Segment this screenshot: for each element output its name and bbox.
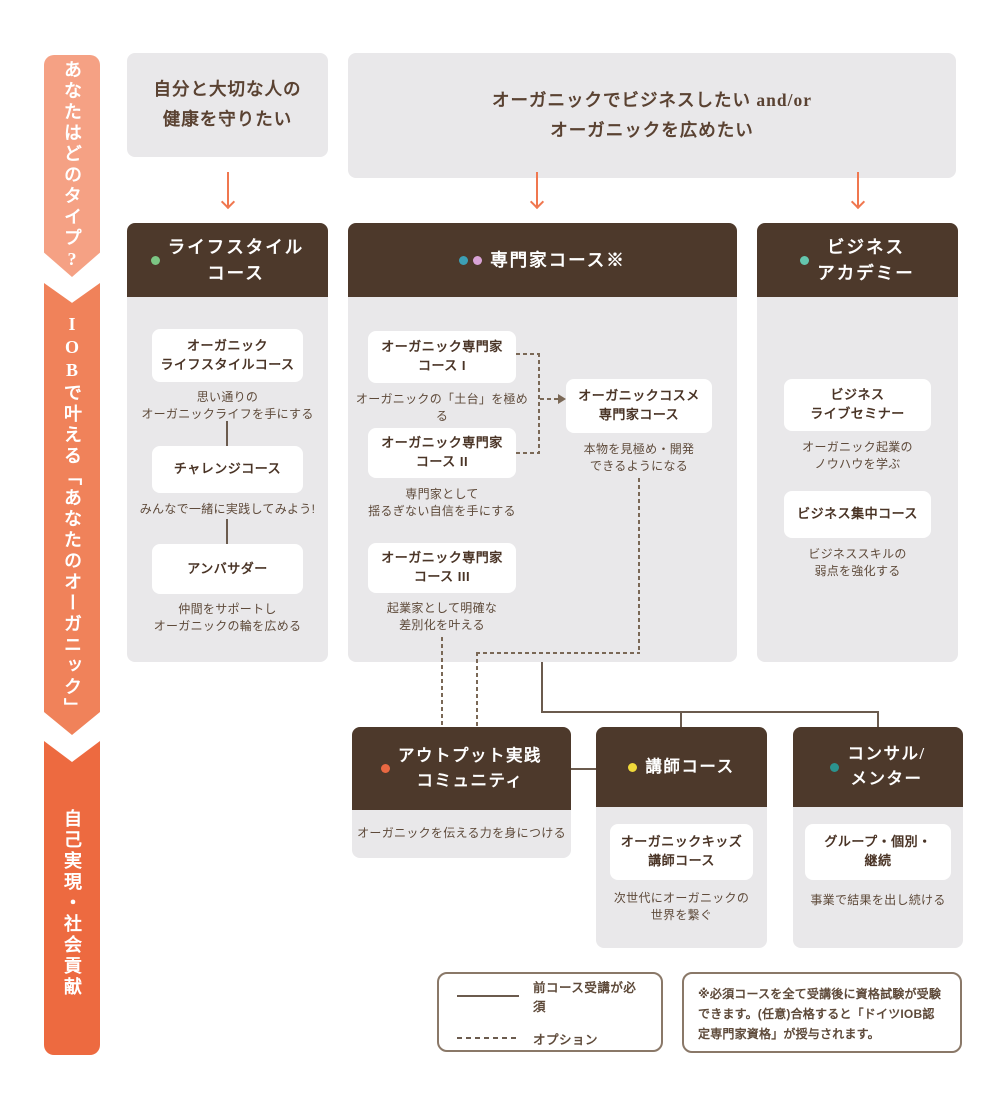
course-box-expert-1: オーガニック専門家 コース I	[368, 331, 516, 383]
dashed-connector	[476, 652, 478, 727]
bottom-panel-output-community: オーガニックを伝える力を身につける	[352, 810, 571, 858]
expert-dots	[459, 255, 483, 265]
dashed-arrowhead-icon	[558, 394, 566, 404]
course-box-challenge: チャレンジコース	[152, 446, 303, 493]
certification-note: ※必須コースを全て受講後に資格試験が受験できます。(任意)合格すると「ドイツIO…	[682, 972, 962, 1053]
course-desc: オーガニックの「土台」を極める	[355, 392, 529, 424]
connector-line	[877, 711, 879, 727]
connector-line	[226, 519, 228, 544]
connector-line	[680, 711, 682, 727]
course-box-cosme-expert: オーガニックコスメ 専門家コース	[566, 379, 712, 433]
course-desc: 事業で結果を出し続ける	[810, 893, 946, 907]
connector-line	[226, 421, 228, 446]
course-box-live-seminar: ビジネス ライブセミナー	[784, 379, 931, 431]
course-desc: 次世代にオーガニックの 世界を繋ぐ	[613, 891, 750, 923]
connector-line	[541, 662, 543, 712]
course-desc: ビジネススキルの 弱点を強化する	[808, 547, 907, 579]
orange-dot-icon	[381, 764, 390, 773]
column-title: 専門家コース※	[490, 249, 626, 270]
course-box-ambassador: アンバサダー	[152, 544, 303, 594]
banner-segment-label: あなたはどのタイプ?	[62, 60, 82, 272]
pink-dot-icon	[473, 255, 483, 265]
dashed-connector	[540, 398, 559, 400]
yellow-dot-icon	[628, 762, 638, 772]
dashed-connector	[638, 478, 640, 654]
course-box-organic-lifestyle: オーガニック ライフスタイルコース	[152, 329, 303, 382]
bottom-header-instructor: 講師コース	[596, 727, 767, 807]
legend-row-required: 前コース受講が必須	[457, 977, 643, 1015]
dashed-connector	[538, 353, 540, 454]
connector-line	[541, 711, 879, 713]
course-box-expert-2: オーガニック専門家 コース II	[368, 428, 516, 478]
arrow-down-icon	[227, 172, 229, 206]
course-box-expert-3: オーガニック専門家 コース III	[368, 543, 516, 593]
dashed-connector	[516, 452, 540, 454]
course-box-organic-kids-instructor: オーガニックキッズ 講師コース	[610, 824, 753, 880]
legend-box: 前コース受講が必須 オプション	[437, 972, 663, 1052]
course-desc: 本物を見極め・開発 できるようになる	[583, 442, 695, 474]
bottom-title: アウトプット実践 コミュニティ	[398, 745, 542, 790]
banner-segment-type-question: あなたはどのタイプ?	[44, 55, 100, 277]
bottom-header-output-community: アウトプット実践 コミュニティ	[352, 727, 571, 810]
green-dot-icon	[150, 255, 160, 265]
arrow-down-icon	[536, 172, 538, 206]
banner-segment-label: IOBで叶える「あなたのオーガニック」	[62, 313, 82, 719]
column-title: ライフスタイル コース	[167, 236, 305, 283]
column-title: ビジネス アカデミー	[817, 236, 915, 283]
dashed-connector	[441, 637, 443, 727]
dashed-connector	[516, 353, 540, 355]
intent-box-health: 自分と大切な人の 健康を守りたい	[127, 53, 328, 157]
bottom-header-consul-mentor: コンサル/ メンター	[793, 727, 963, 807]
course-box-group-individual: グループ・個別・ 継続	[805, 824, 951, 880]
connector-line	[571, 768, 596, 770]
teal-dot-icon	[459, 255, 469, 265]
solid-line-icon	[457, 994, 519, 997]
teal-dot-icon	[830, 762, 840, 772]
column-header-business: ビジネス アカデミー	[757, 223, 958, 297]
banner-segment-iob-organic: IOBで叶える「あなたのオーガニック」	[44, 283, 100, 735]
course-desc: 仲間をサポートし オーガニックの輪を広める	[153, 602, 302, 634]
bottom-title: コンサル/ メンター	[847, 744, 926, 788]
course-desc: オーガニック起業の ノウハウを学ぶ	[802, 440, 913, 472]
arrow-down-icon	[857, 172, 859, 206]
legend-label: オプション	[533, 1032, 599, 1047]
course-desc: 起業家として明確な 差別化を叶える	[386, 601, 498, 633]
dashed-connector	[476, 652, 640, 654]
column-header-expert: 専門家コース※	[348, 223, 737, 297]
course-desc: 思い通りの オーガニックライフを手にする	[141, 390, 314, 422]
course-desc: オーガニックを伝える力を身につける	[357, 826, 566, 841]
intent-box-business: オーガニックでビジネスしたい and/or オーガニックを広めたい	[348, 53, 956, 178]
legend-label: 前コース受講が必須	[533, 980, 637, 1014]
course-box-business-intensive: ビジネス集中コース	[784, 491, 931, 538]
dashed-line-icon	[457, 1037, 519, 1039]
course-desc: 専門家として 揺るぎない自信を手にする	[368, 487, 516, 519]
column-header-lifestyle: ライフスタイル コース	[127, 223, 328, 297]
course-desc: みんなで一緒に実践してみよう!	[139, 502, 316, 516]
legend-row-optional: オプション	[457, 1029, 643, 1048]
banner-segment-label: 自己実現・社会貢献	[62, 808, 82, 998]
column-panel-business	[757, 297, 958, 662]
banner-segment-self-realization: 自己実現・社会貢献	[44, 741, 100, 1055]
bottom-title: 講師コース	[645, 756, 735, 776]
mint-dot-icon	[800, 255, 810, 265]
